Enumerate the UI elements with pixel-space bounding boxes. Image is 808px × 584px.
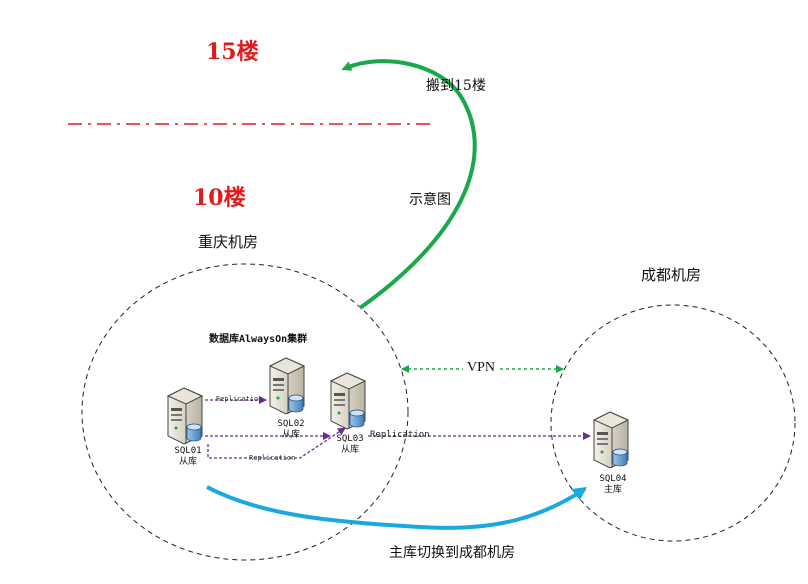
database-icon [186,423,202,442]
move-annotation: 搬到15楼 [426,78,486,94]
database-icon [612,448,628,467]
replication-link-sql01-sql03-lower [207,427,346,459]
schematic-annotation: 示意图 [409,192,451,208]
server-name: SQL02 [277,419,305,429]
replication-label: Replication [370,430,430,440]
server-caption-sql04: SQL04 主库 [593,474,633,496]
server-name: SQL01 [174,446,202,456]
server-caption-sql01: SQL01 从库 [168,446,208,468]
database-icon [288,394,304,413]
replication-label: Replication [249,454,296,462]
floor-10-label: 10楼 [193,185,246,211]
server-caption-sql03: SQL03 从库 [330,434,370,456]
chongqing-room-label: 重庆机房 [198,233,259,251]
database-icon [349,409,365,428]
server-role: 从库 [340,445,359,455]
vpn-label: VPN [467,360,496,375]
server-role: 从库 [178,457,197,467]
chongqing-room-circle [81,263,409,561]
server-name: SQL04 [599,474,627,484]
floor-15-label: 15楼 [206,39,259,65]
switch-annotation: 主库切换到成都机房 [389,545,515,561]
replication-label: Replication [216,395,263,403]
move-arrow [341,59,477,310]
switch-arrow [206,485,587,530]
chengdu-room-circle [550,304,796,542]
server-role: 从库 [281,430,300,440]
switch-arrow-head [571,487,587,500]
cluster-label: 数据库AlwaysOn集群 [209,334,308,345]
server-caption-sql02: SQL02 从库 [271,419,311,441]
server-role: 主库 [603,485,622,495]
server-name: SQL03 [336,434,364,444]
chengdu-room-label: 成都机房 [641,266,702,284]
